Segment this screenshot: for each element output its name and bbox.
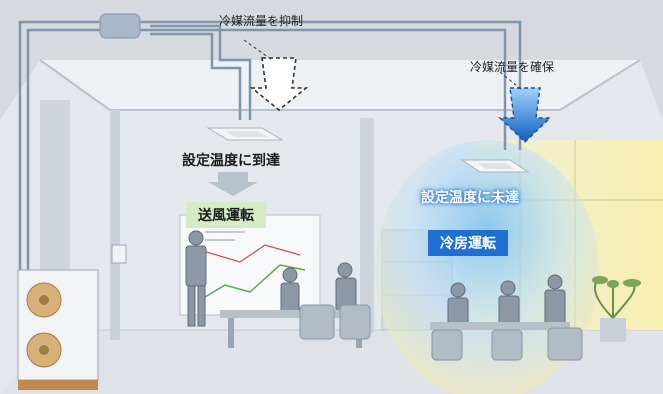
fan-mode-badge: 送風運転 [186,202,266,228]
plant-icon [592,276,641,342]
suppress-flow-label: 冷媒流量を抑制 [219,14,304,28]
cool-air-glow [375,140,599,394]
reached-temp-label: 設定温度に到達 [182,153,280,169]
ensure-flow-label: 冷媒流量を確保 [470,60,555,74]
refrigerant-pipes [18,20,522,270]
cooling-mode-badge: 冷房運転 [428,230,508,256]
pipe-joint [99,13,141,39]
down-arrow-icon [249,57,309,112]
people-left [185,230,357,327]
down-arrow-icon [498,87,552,143]
not-reached-temp-label: 設定温度に未達 [421,190,519,206]
outdoor-unit-icon [17,269,99,390]
people-right [447,274,566,329]
